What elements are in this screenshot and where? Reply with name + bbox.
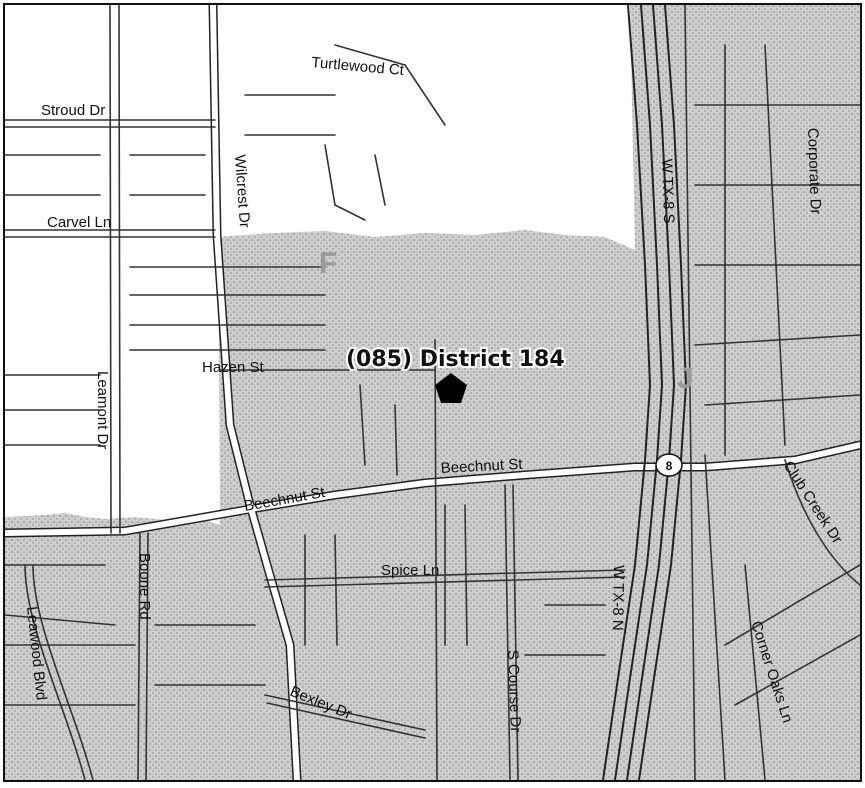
label-boone-rd: Boone Rd [136, 553, 153, 620]
district-label: (085) District 184 [346, 347, 565, 372]
label-w-tx8-s: W TX-8 S [658, 159, 677, 224]
svg-text:F: F [319, 247, 337, 280]
label-carvel-ln: Carvel Ln [47, 214, 111, 231]
map-frame: F J Turtlewood Ct Stroud Dr Carvel Ln Wi… [3, 3, 862, 782]
label-leamont-dr: Leamont Dr [94, 371, 111, 449]
street-map: F J Turtlewood Ct Stroud Dr Carvel Ln Wi… [5, 5, 860, 780]
label-s-course-dr: S Course Dr [504, 650, 524, 733]
map-grid-letters: F J [319, 247, 694, 395]
label-corporate-dr: Corporate Dr [804, 128, 824, 215]
label-wilcrest-dr: Wilcrest Dr [231, 154, 253, 228]
label-spice-ln: Spice Ln [381, 562, 439, 579]
label-stroud-dr: Stroud Dr [41, 102, 105, 119]
road-network [5, 5, 860, 780]
pentagon-marker-icon[interactable] [435, 373, 467, 403]
unshaded-areas [5, 5, 635, 525]
label-beechnut-st-east: Beechnut St [440, 456, 523, 477]
label-w-tx8-n: W TX-8 N [609, 565, 627, 631]
highway-shield-number: 8 [666, 459, 673, 473]
svg-text:J: J [677, 362, 694, 395]
highway-shield-icon: 8 [655, 453, 683, 477]
label-hazen-st: Hazen St [202, 359, 265, 376]
